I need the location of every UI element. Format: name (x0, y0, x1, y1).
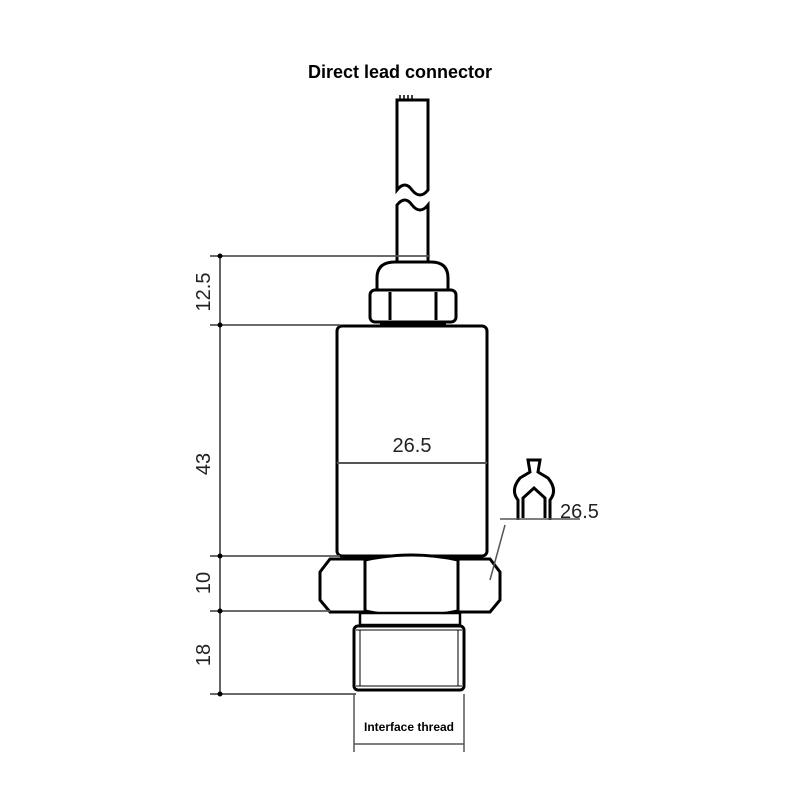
gland-nut (368, 288, 458, 324)
thread (352, 624, 466, 692)
hex-nut (318, 553, 502, 618)
dim-hex-height: 10 (193, 572, 215, 594)
gland-dome (375, 260, 450, 292)
diagram-title: Direct lead connector (307, 62, 493, 82)
dim-gland-height: 12.5 (193, 273, 215, 312)
wrench-icon (513, 458, 555, 520)
dim-hex-across-flats: 26.5 (560, 501, 599, 523)
cable (395, 95, 430, 266)
dim-body-diameter: 26.5 (393, 435, 432, 457)
dim-body-height: 43 (193, 453, 215, 475)
dimension-chain (210, 255, 430, 695)
interface-thread-label: Interface thread (364, 720, 454, 734)
dim-thread-length: 18 (193, 644, 215, 666)
